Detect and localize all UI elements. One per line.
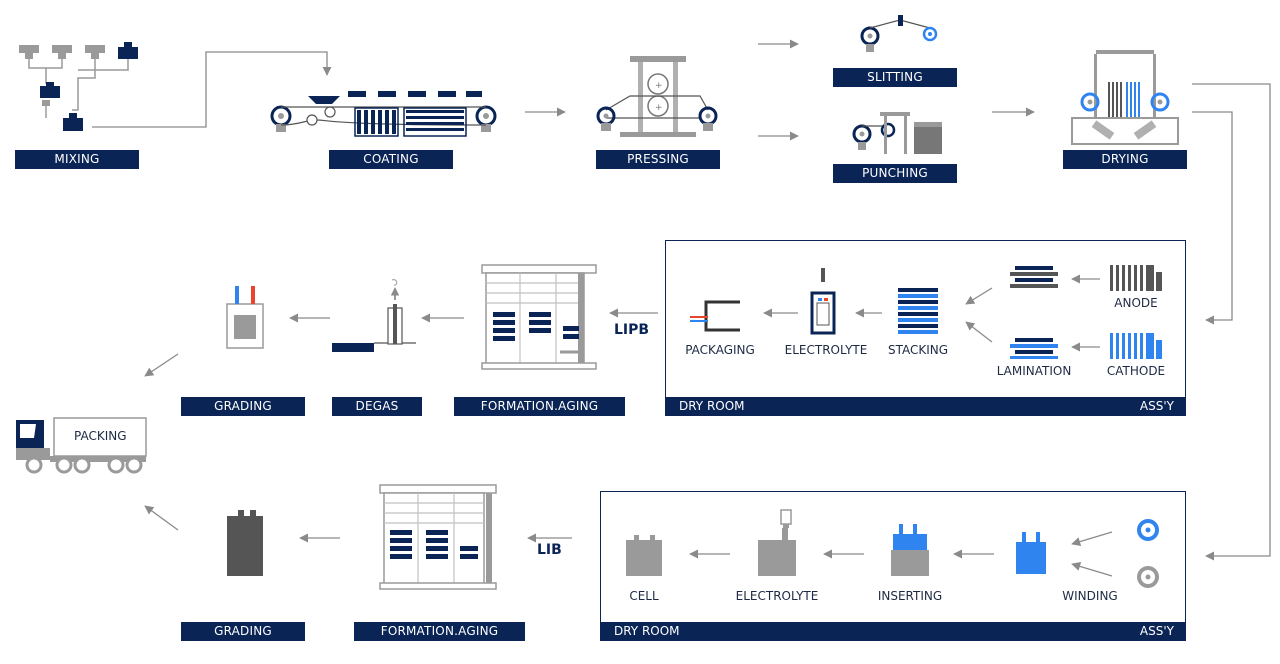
inserting-label: INSERTING: [877, 589, 943, 603]
svg-text:+: +: [655, 81, 663, 91]
winding-label: WINDING: [1062, 589, 1118, 603]
lib-grading-label: GRADING: [181, 622, 305, 641]
lib-dry-room-box: [600, 491, 1186, 641]
lib-assembly-arrows: [689, 531, 1113, 577]
lib-formation-aging-icon: [379, 484, 497, 590]
lib-branch-label: LIB: [537, 542, 562, 558]
lipb-assy-label: ASS'Y: [1139, 399, 1174, 413]
lib-grading-icon: [227, 510, 263, 576]
pressing-icon: + +: [596, 56, 718, 137]
lipb-dry-room-box: [665, 240, 1186, 416]
lipb-formation-aging-icon: [481, 264, 597, 370]
lipb-assembly-icons: [690, 265, 1162, 359]
lipb-assembly-arrows: [763, 274, 1100, 352]
slitting-label: SLITTING: [833, 68, 957, 87]
lipb-electrolyte-label: ELECTROLYTE: [784, 343, 868, 357]
lib-dry-room-label: DRY ROOM: [614, 624, 680, 638]
degas-label: DEGAS: [332, 397, 422, 416]
coating-icon: [270, 91, 497, 137]
lipb-dry-room-bar: DRY ROOM ASS'Y: [665, 397, 1186, 416]
lipb-arrows: [144, 308, 658, 377]
degas-icon: [332, 279, 416, 352]
lib-assy-label: ASS'Y: [1139, 624, 1174, 638]
pressing-label: PRESSING: [596, 150, 720, 169]
drying-icon: [1071, 50, 1179, 145]
packing-label: PACKING: [74, 429, 127, 443]
punching-icon: [852, 112, 942, 154]
lib-electrolyte-label: ELECTROLYTE: [735, 589, 819, 603]
stacking-label: STACKING: [887, 343, 949, 357]
packaging-label: PACKAGING: [685, 343, 755, 357]
slitting-icon: [860, 15, 938, 52]
lib-arrows: [144, 505, 572, 543]
cell-label: CELL: [629, 589, 659, 603]
lamination-label: LAMINATION: [996, 364, 1072, 378]
svg-text:+: +: [655, 103, 663, 113]
lipb-dry-room-label: DRY ROOM: [679, 399, 745, 413]
truck-icon: [16, 417, 147, 474]
lipb-grading-label: GRADING: [181, 397, 305, 416]
mixing-label: MIXING: [15, 150, 139, 169]
anode-label: ANODE: [1114, 296, 1158, 310]
cathode-label: CATHODE: [1106, 364, 1166, 378]
lib-assembly-icons: [626, 509, 1159, 588]
lipb-branch-label: LIPB: [614, 322, 650, 338]
coating-label: COATING: [329, 150, 453, 169]
punching-label: PUNCHING: [833, 164, 957, 183]
lipb-formation-aging-label: FORMATION.AGING: [454, 397, 625, 416]
drying-label: DRYING: [1063, 150, 1187, 169]
lipb-grading-icon: [226, 286, 264, 349]
lib-formation-aging-label: FORMATION.AGING: [354, 622, 525, 641]
mixing-icon: [19, 42, 138, 131]
top-row-arrows: [92, 39, 1271, 561]
lib-dry-room-bar: DRY ROOM ASS'Y: [600, 622, 1186, 641]
